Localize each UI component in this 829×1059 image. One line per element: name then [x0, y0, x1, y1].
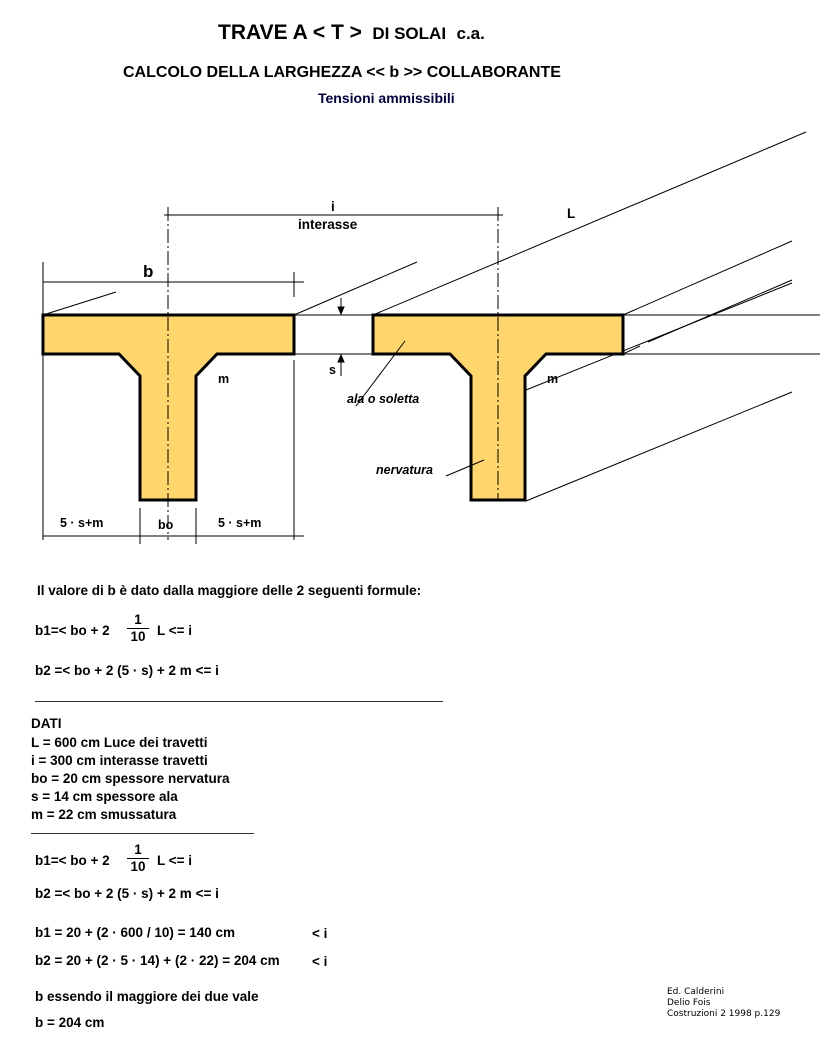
formula-b1-den: 10	[130, 629, 146, 644]
formula-b1-num: 1	[134, 612, 142, 627]
calc-b1-fraction: 1 10	[126, 842, 150, 875]
leader-lines	[355, 340, 485, 477]
dati-line: bo = 20 cm spessore nervatura	[31, 771, 230, 786]
formula-b1-suffix: L <= i	[157, 623, 193, 638]
label-dim-right: 5 · s+m	[218, 516, 262, 530]
dati-heading: DATI	[31, 716, 62, 731]
s-arrows	[337, 298, 345, 376]
label-dim-left: 5 · s+m	[60, 516, 104, 530]
b-dimension	[42, 262, 304, 540]
formula-b1-fraction: 1 10	[126, 612, 150, 645]
page-title: TRAVE A < T > DI SOLAI c.a.	[218, 21, 485, 45]
title-main: TRAVE A < T >	[218, 21, 362, 44]
axis-lines	[167, 207, 499, 540]
divider-2	[31, 833, 254, 834]
t-beam-diagram	[41, 131, 820, 544]
formula-b2: b2 =< bo + 2 (5 · s) + 2 m <= i	[35, 663, 219, 678]
formula-b1-prefix: b1=< bo + 2	[35, 623, 110, 638]
formula-intro: Il valore di b è dato dalla maggiore del…	[37, 583, 422, 598]
page-subtitle: CALCOLO DELLA LARGHEZZA << b >> COLLABOR…	[123, 64, 561, 81]
calc-b2: b2 =< bo + 2 (5 · s) + 2 m <= i	[35, 886, 219, 901]
label-interasse: interasse	[298, 217, 358, 232]
bottom-dimension	[43, 508, 304, 544]
label-i: i	[331, 199, 335, 214]
dati-line: i = 300 cm interasse travetti	[31, 753, 208, 768]
conclusion-line-1: b essendo il maggiore dei due vale	[35, 989, 259, 1004]
label-m-right: m	[547, 372, 559, 386]
calc-b1-suffix: L <= i	[157, 853, 193, 868]
page-subtitle-2: Tensioni ammissibili	[318, 90, 455, 106]
conclusion-line-2: b = 204 cm	[35, 1015, 105, 1030]
calc-result-b1-compare: < i	[312, 926, 328, 941]
divider-1	[35, 701, 443, 702]
label-dim-center: bo	[158, 518, 174, 532]
calc-b1-den: 10	[130, 859, 146, 874]
title-rest: DI SOLAI	[372, 24, 447, 43]
calc-result-b2-compare: < i	[312, 954, 328, 969]
credit-line: Ed. Calderini	[667, 987, 725, 997]
perspective-lines	[42, 131, 807, 502]
title-suffix: c.a.	[456, 24, 485, 43]
dati-line: L = 600 cm Luce dei travetti	[31, 735, 208, 750]
calc-result-b2: b2 = 20 + (2 · 5 · 14) + (2 · 22) = 204 …	[35, 953, 280, 968]
label-L: L	[567, 206, 576, 221]
label-m-left: m	[218, 372, 230, 386]
dati-line: s = 14 cm spessore ala	[31, 789, 178, 804]
calc-result-b1: b1 = 20 + (2 · 600 / 10) = 140 cm	[35, 925, 236, 940]
credit-line: Delio Fois	[667, 998, 711, 1008]
fraction-bar	[127, 628, 149, 629]
credit-line: Costruzioni 2 1998 p.129	[667, 1009, 781, 1019]
calc-b1-prefix: b1=< bo + 2	[35, 853, 110, 868]
dati-line: m = 22 cm smussatura	[31, 807, 177, 822]
fraction-bar	[127, 858, 149, 859]
label-ala-soletta: ala o soletta	[347, 392, 420, 406]
calc-b1-num: 1	[134, 842, 142, 857]
label-s: s	[329, 363, 336, 377]
label-b: b	[143, 262, 154, 281]
label-nervatura: nervatura	[376, 463, 433, 477]
